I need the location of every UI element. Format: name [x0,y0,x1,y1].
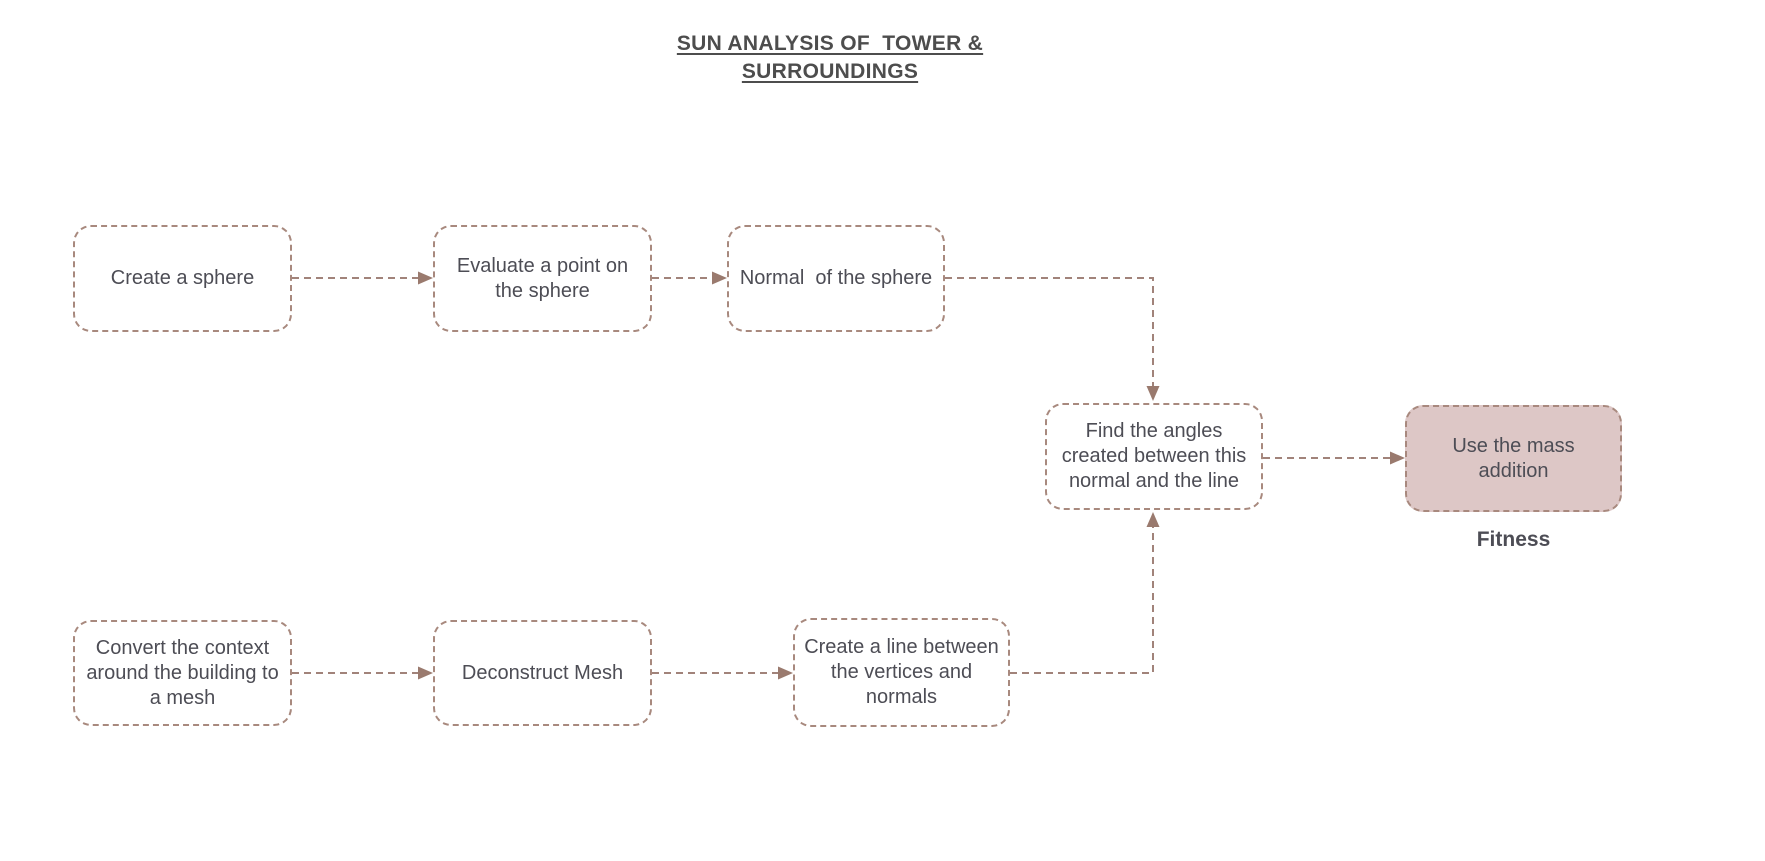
node-convert-context-label: Convert the context around the building … [86,636,279,709]
node-mass-addition: Use the mass addition [1405,405,1622,512]
node-deconstruct-mesh: Deconstruct Mesh [433,620,652,726]
fitness-caption: Fitness [1476,528,1551,551]
node-find-angles: Find the angles created between this nor… [1045,403,1263,510]
node-mass-addition-label: Use the mass addition [1452,434,1575,482]
node-evaluate-point-label: Evaluate a point on the sphere [456,254,629,302]
node-create-sphere: Create a sphere [73,225,292,332]
connector-evaluate-point-to-normal-sphere [652,271,727,285]
connector-normal-sphere-to-find-angles [945,277,1160,401]
node-evaluate-point: Evaluate a point on the sphere [433,225,652,332]
page-title: SUN ANALYSIS OF TOWER & SURROUNDINGS [676,32,984,83]
node-normal-sphere: Normal of the sphere [727,225,945,332]
node-deconstruct-mesh-label: Deconstruct Mesh [461,661,624,684]
connector-deconstruct-mesh-to-create-line [652,666,793,680]
node-find-angles-label: Find the angles created between this nor… [1061,420,1247,492]
node-normal-sphere-label: Normal of the sphere [739,267,933,289]
node-create-sphere-label: Create a sphere [110,267,255,289]
connector-create-line-to-find-angles [1010,512,1160,674]
node-create-line: Create a line between the vertices and n… [793,618,1010,727]
connector-create-sphere-to-evaluate-point [292,271,433,285]
connector-find-angles-to-mass-addition [1263,451,1405,465]
connector-convert-context-to-deconstruct-mesh [292,666,433,680]
node-create-line-label: Create a line between the vertices and n… [804,636,999,708]
node-convert-context: Convert the context around the building … [73,620,292,726]
